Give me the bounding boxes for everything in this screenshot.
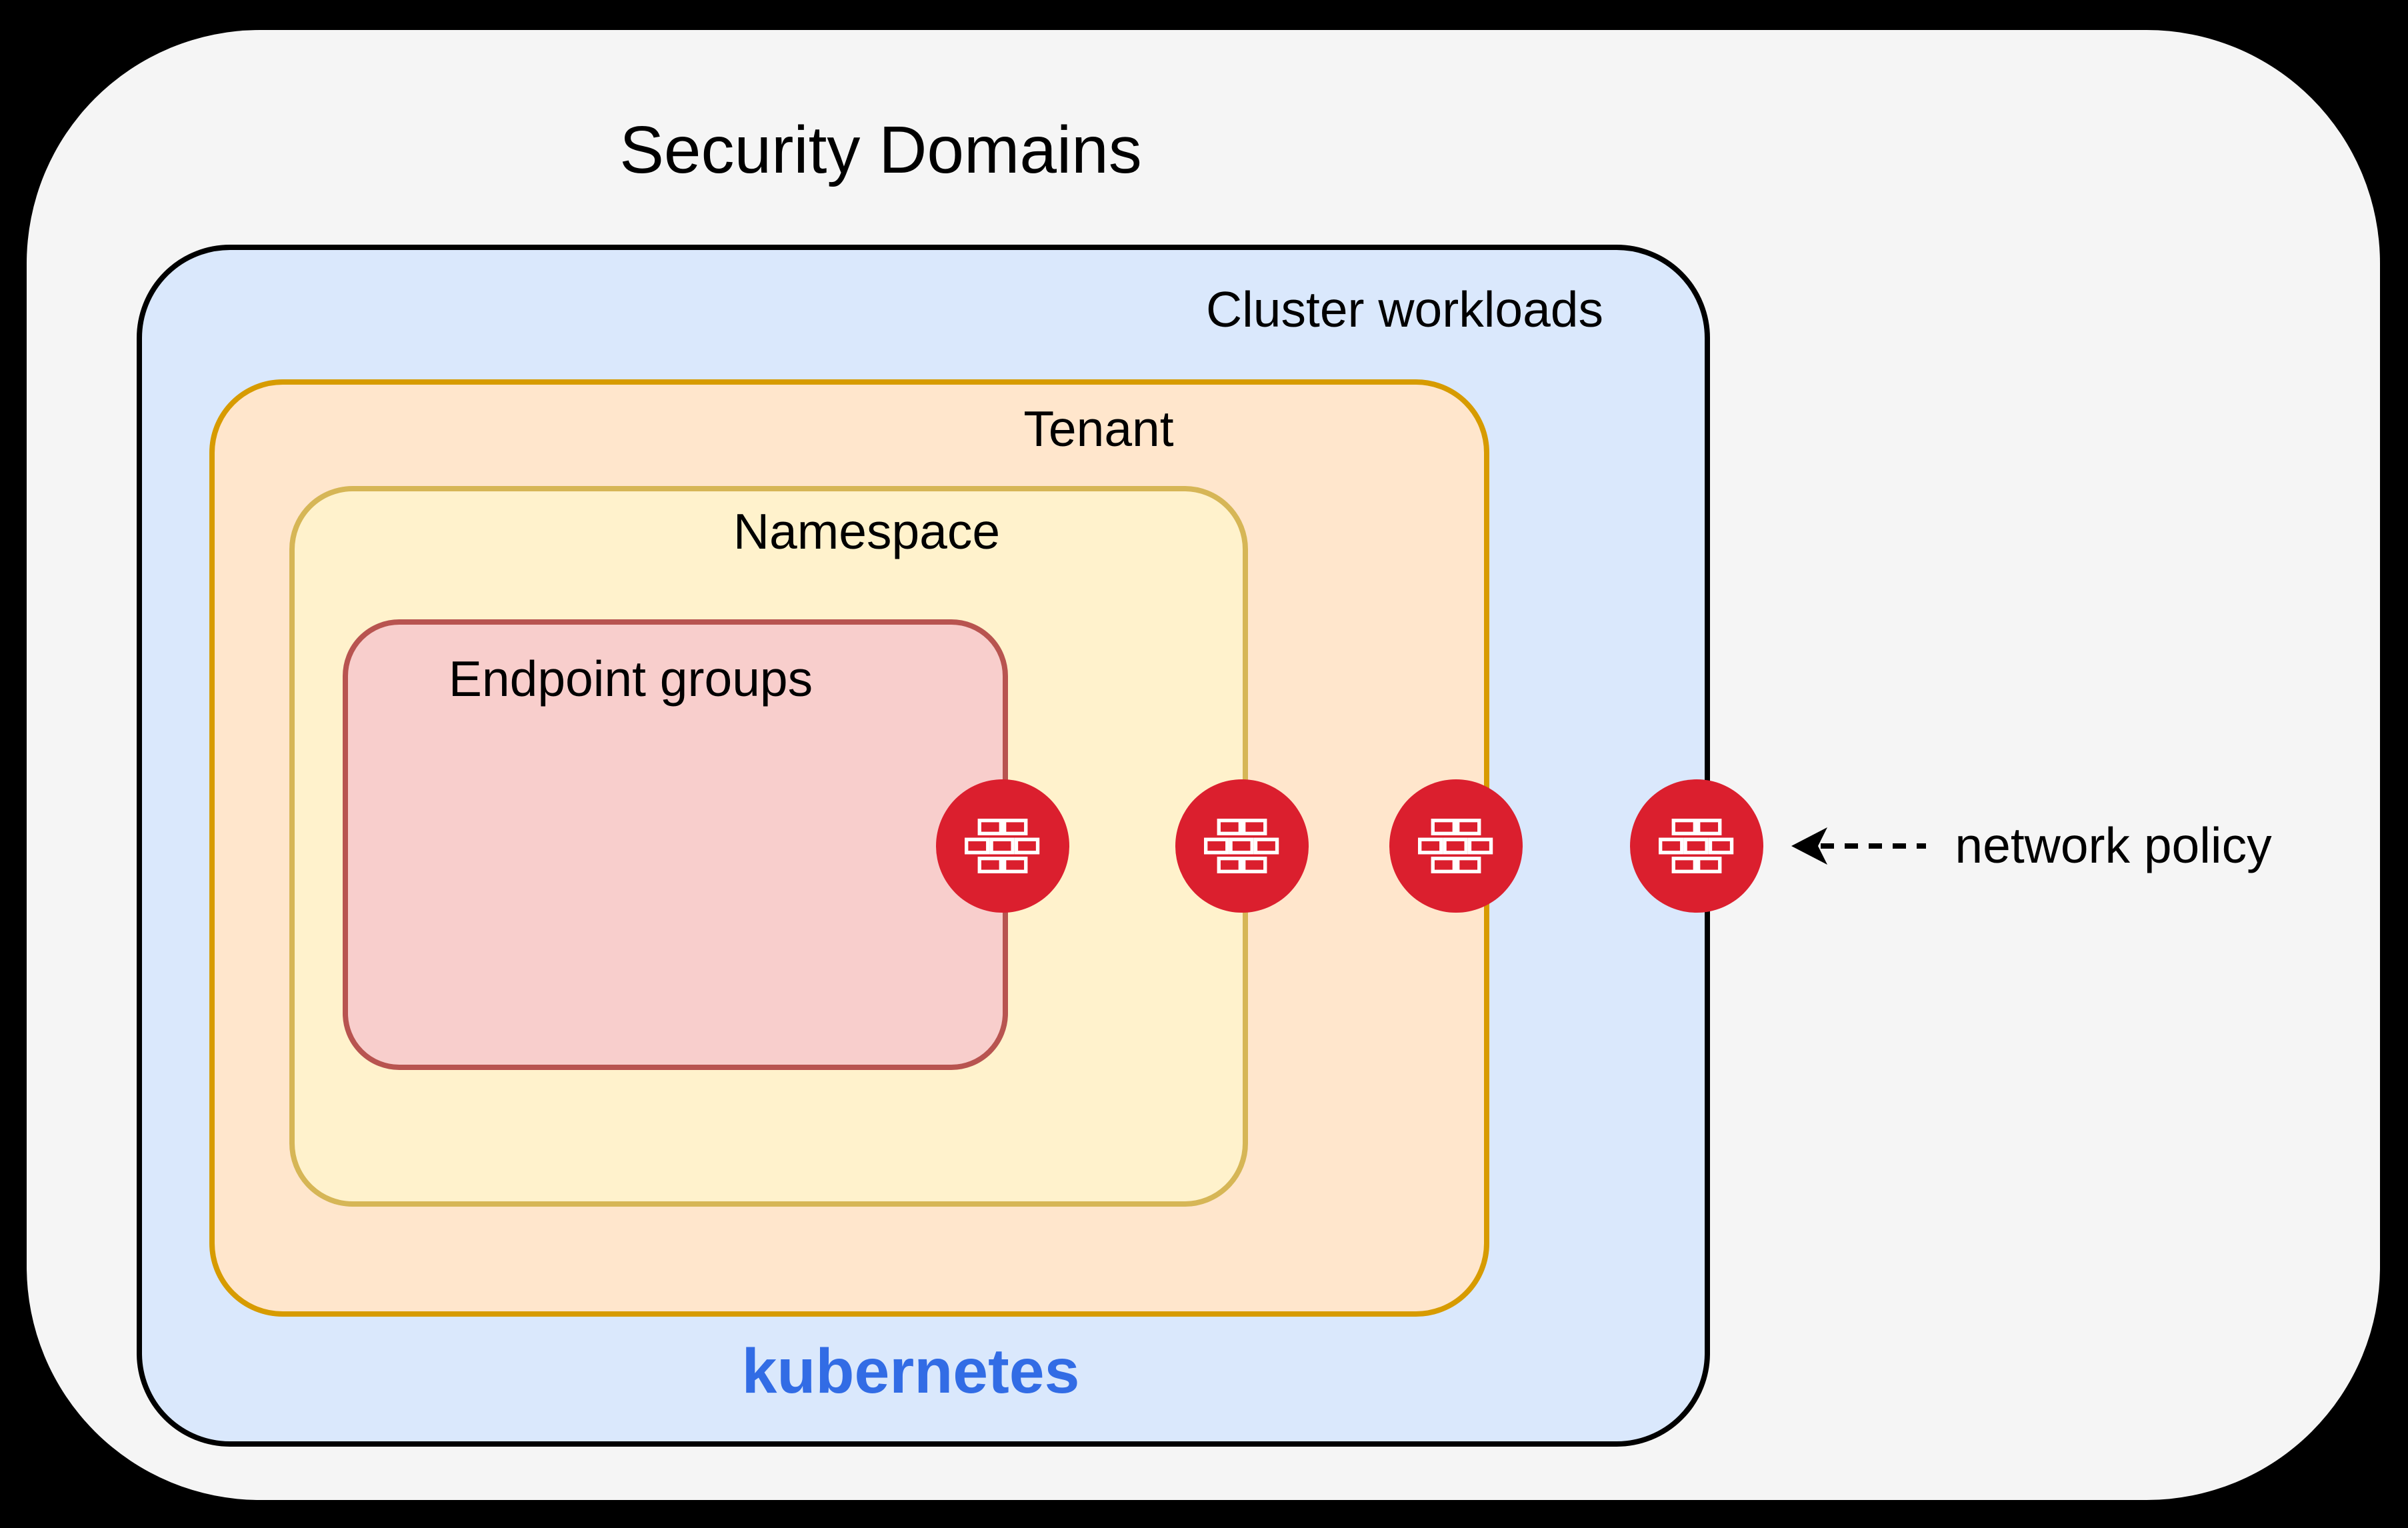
firewall-brick-icon: [1659, 819, 1734, 873]
page-title: Security Domains: [619, 113, 1142, 187]
cluster-workloads-label: Cluster workloads: [1205, 281, 1604, 337]
tenant-label: Tenant: [1023, 401, 1174, 457]
firewall-brick-icon: [1204, 819, 1279, 873]
firewall-cluster-boundary: [1630, 779, 1763, 913]
firewall-namespace-boundary: [1175, 779, 1309, 913]
firewall-brick-icon: [965, 819, 1040, 873]
network-policy-label: network policy: [1955, 817, 2272, 873]
security-domains-card: Security Domains Cluster workloads Tenan…: [27, 30, 2380, 1500]
firewall-brick-icon: [1418, 819, 1493, 873]
endpoint-groups-label: Endpoint groups: [448, 651, 813, 707]
namespace-label: Namespace: [733, 503, 1001, 559]
kubernetes-wordmark: kubernetes: [741, 1336, 1080, 1407]
firewall-tenant-boundary: [1389, 779, 1523, 913]
network-policy-arrow: [1791, 827, 1926, 865]
endpoint-groups-domain-box: [343, 619, 1008, 1070]
firewall-endpoint-boundary: [936, 779, 1069, 913]
